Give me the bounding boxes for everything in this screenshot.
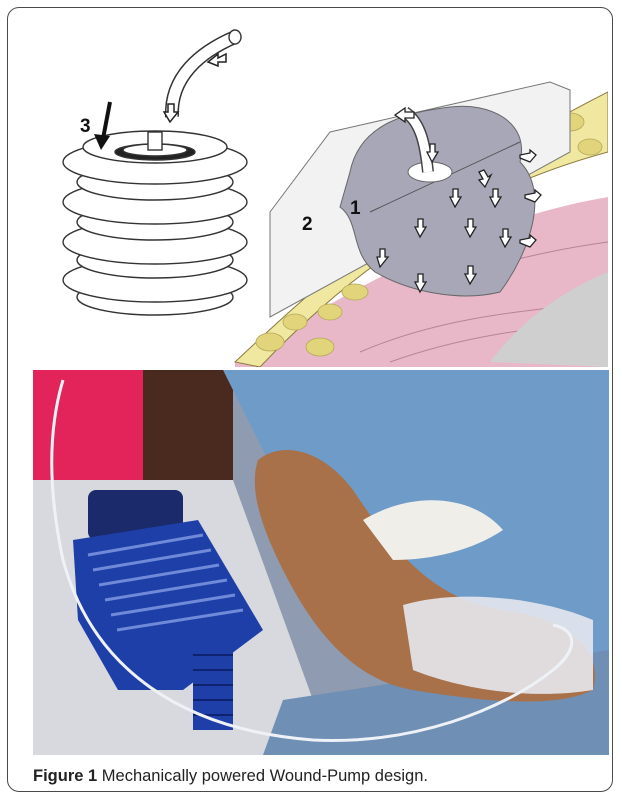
clinical-photo (33, 370, 609, 755)
label-3: 3 (80, 116, 91, 137)
wound-cross-section (235, 82, 608, 367)
figure-caption: Figure 1 Mechanically powered Wound-Pump… (33, 764, 603, 788)
label-2: 2 (302, 214, 313, 235)
pump-diagram: 3 (30, 22, 608, 367)
caption-label: Figure 1 (33, 767, 97, 785)
bellows-pump (63, 30, 247, 315)
label-1: 1 (350, 198, 361, 219)
caption-text: Mechanically powered Wound-Pump design. (97, 767, 428, 785)
